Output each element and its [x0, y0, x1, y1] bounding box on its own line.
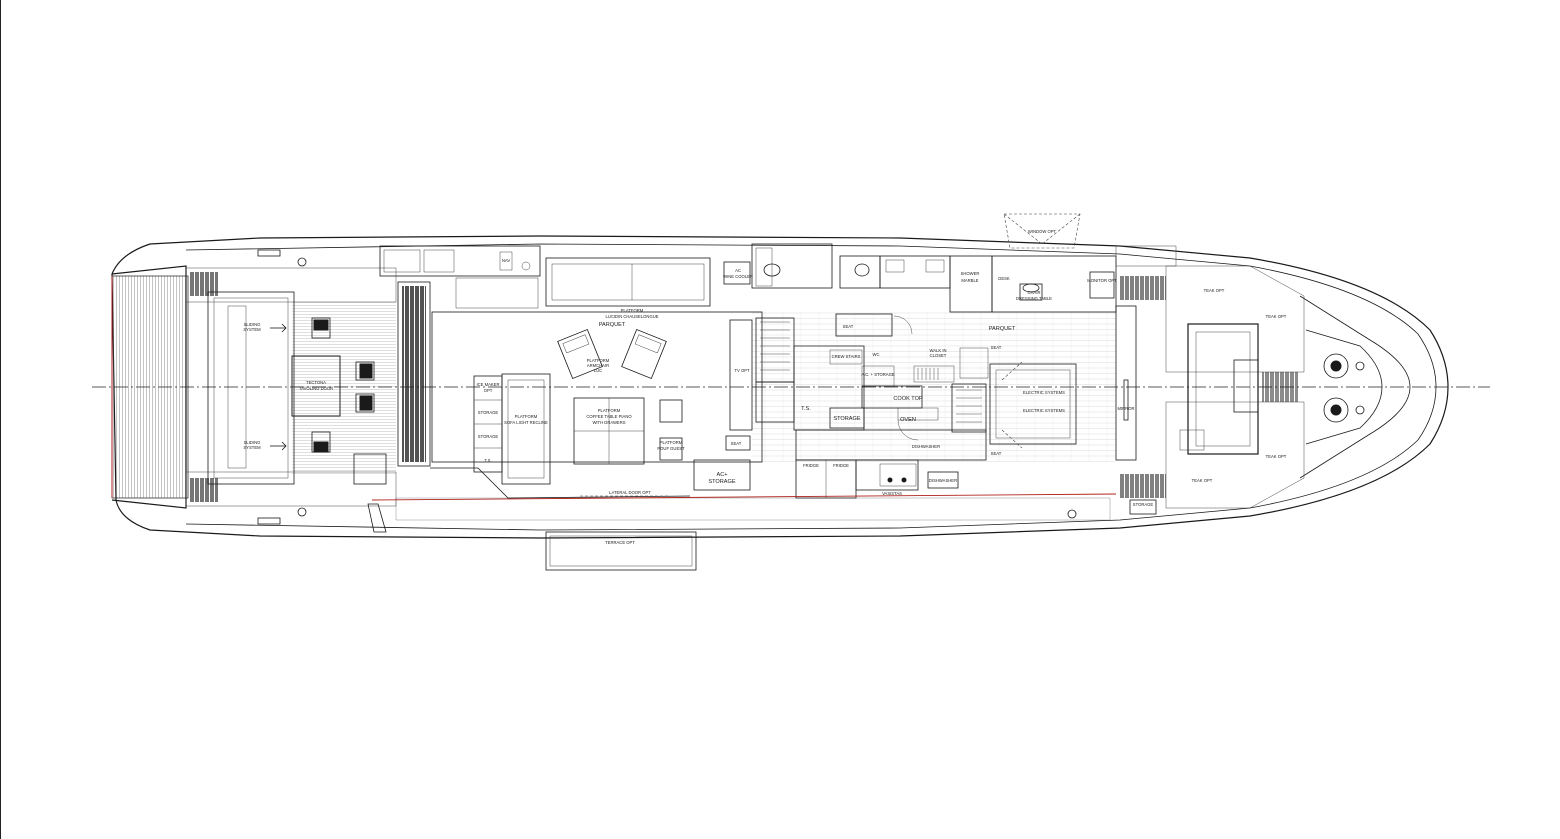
label-ice-maker: ICE MAKER	[476, 382, 499, 387]
label-sliding-2: SYSTEM	[243, 327, 261, 332]
label-fridge-2: FRIDGE	[833, 463, 849, 468]
label-opt: OPT	[484, 388, 493, 393]
label-closet: CLOSET	[930, 353, 947, 358]
label-teak-opt-4: TEAK OPT	[1192, 478, 1213, 483]
label-teak-opt-2: TEAK OPT	[1266, 314, 1287, 319]
label-platform-4: ARMCHAIR	[587, 363, 609, 368]
label-platform-5: LUC	[594, 368, 602, 373]
label-ts-2: T.S.	[801, 406, 811, 412]
label-shower-marble: MARBLE	[961, 278, 978, 283]
label-ac-storage-2: STORAGE	[708, 479, 736, 485]
aft-cockpit	[185, 249, 431, 533]
label-sliding-1: SLIDING	[244, 322, 261, 327]
label-platform-7: COFFEE TABLE PIANO	[586, 414, 632, 419]
label-terrace-opt: TERRACE OPT	[605, 540, 635, 545]
label-platform-11: PLATFORM	[660, 440, 683, 445]
label-storage-1: STORAGE	[478, 410, 499, 415]
label-lateral-door: LATERAL DOOR OPT	[609, 490, 651, 495]
label-platform-9: PLATFORM	[515, 414, 538, 419]
label-dishwasher-2: DISHWASHER	[929, 478, 957, 483]
label-platform-1: PLATFORM	[621, 308, 644, 313]
label-platform-6: PLATFORM	[598, 408, 621, 413]
frame-left-border	[0, 0, 1, 839]
label-seat-4: SEAT	[991, 451, 1002, 456]
label-shower: SHOWER	[961, 271, 980, 276]
label-electric-2: ELECTRIC SYSTEMS	[1023, 408, 1065, 413]
label-sliding-4: SYSTEM	[243, 445, 261, 450]
label-walk-in: WALK IN	[929, 348, 946, 353]
room-labels: WINDOW OPT PARQUET PARQUET ICE MAKER OPT…	[243, 229, 1286, 545]
label-platform-10: SOFA LIGHT RECLINE	[504, 420, 548, 425]
main-saloon	[379, 245, 763, 499]
label-storage-bow: STORAGE	[1133, 502, 1154, 507]
bow-area	[752, 213, 1365, 519]
label-dressing: DRESSING TABLE	[1016, 296, 1052, 301]
label-ac-storage-3: A.C. + STORAGE	[861, 372, 895, 377]
label-parquet-right: PARQUET	[989, 326, 1016, 332]
label-window-opt: WINDOW OPT	[1028, 229, 1057, 234]
label-seat-1: SEAT	[843, 324, 854, 329]
label-platform-8: WITH DRAWERS	[592, 420, 625, 425]
label-ts-1: T.S.	[484, 458, 491, 463]
label-wc: WC	[873, 352, 880, 357]
label-seat-3: SEAT	[991, 345, 1002, 350]
label-storage-2: STORAGE	[478, 434, 499, 439]
label-crew: CREW STAIRS	[832, 354, 861, 359]
label-storage-main: STORAGE	[833, 416, 861, 422]
label-tavolino: TAVOLINO DOOR	[299, 386, 333, 391]
terrace-opt	[545, 531, 697, 571]
label-sliding-3: SLIDING	[244, 440, 261, 445]
label-fridge-1: FRIDGE	[803, 463, 819, 468]
label-dishwasher: DISHWASHER	[912, 444, 940, 449]
label-wine-cooler-1: AC	[735, 268, 741, 273]
side-deck-port	[395, 497, 1111, 521]
label-parquet-left: PARQUET	[599, 322, 626, 328]
label-teak-opt-3: TEAK OPT	[1266, 454, 1287, 459]
label-teak-opt-1: TEAK OPT	[1204, 288, 1225, 293]
label-desk: DESK	[998, 276, 1010, 281]
label-cook-top: COOK TOP	[893, 396, 923, 402]
label-wine-cooler-2: WINE COOLER	[723, 274, 753, 279]
label-monitor: MONITOR OPT	[1087, 278, 1117, 283]
label-mirror: MIRROR	[1118, 406, 1135, 411]
label-nav: NAV	[502, 258, 511, 263]
label-platform-2: LUCIDIN CHAUSELONGUE	[605, 314, 658, 319]
label-platform-12: POUF GUEST	[657, 446, 685, 451]
label-oven: OVEN	[900, 417, 916, 423]
label-seat-2: SEAT	[731, 441, 742, 446]
gunwale-line	[371, 493, 1117, 501]
label-chair: CHAIR	[1027, 290, 1040, 295]
label-tectona: TECTONA	[306, 380, 326, 385]
label-electric-1: ELECTRIC SYSTEMS	[1023, 390, 1065, 395]
label-tv-opt: TV OPT	[734, 368, 750, 373]
label-ac-storage-1: AC+	[716, 472, 727, 478]
label-platform-3: PLATFORM	[587, 358, 610, 363]
label-vasistas: VASISTAS	[882, 491, 902, 496]
